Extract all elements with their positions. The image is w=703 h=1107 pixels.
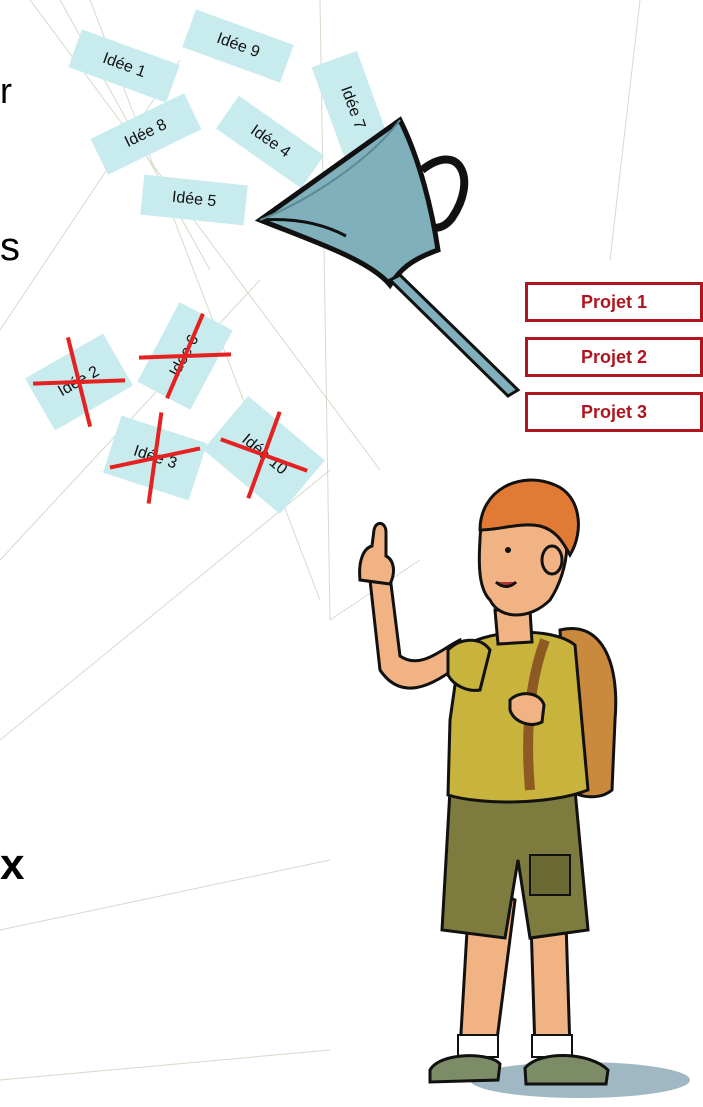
- project-box: Projet 1: [525, 282, 703, 322]
- project-label: Projet 2: [581, 347, 647, 368]
- idea-label: Idée 9: [214, 30, 262, 62]
- project-list: Projet 1 Projet 2 Projet 3: [525, 282, 703, 447]
- funnel-icon: [250, 100, 530, 400]
- text-fragment-3: x: [0, 840, 24, 890]
- idea-label: Idée 5: [171, 189, 217, 212]
- idea-label: Idée 1: [100, 50, 148, 82]
- boy-illustration: [330, 460, 703, 1107]
- project-box: Projet 2: [525, 337, 703, 377]
- idea-label: Idée 8: [122, 116, 170, 152]
- project-label: Projet 1: [581, 292, 647, 313]
- text-fragment-1: r: [0, 70, 12, 112]
- text-fragment-2: s: [0, 225, 20, 270]
- project-label: Projet 3: [581, 402, 647, 423]
- project-box: Projet 3: [525, 392, 703, 432]
